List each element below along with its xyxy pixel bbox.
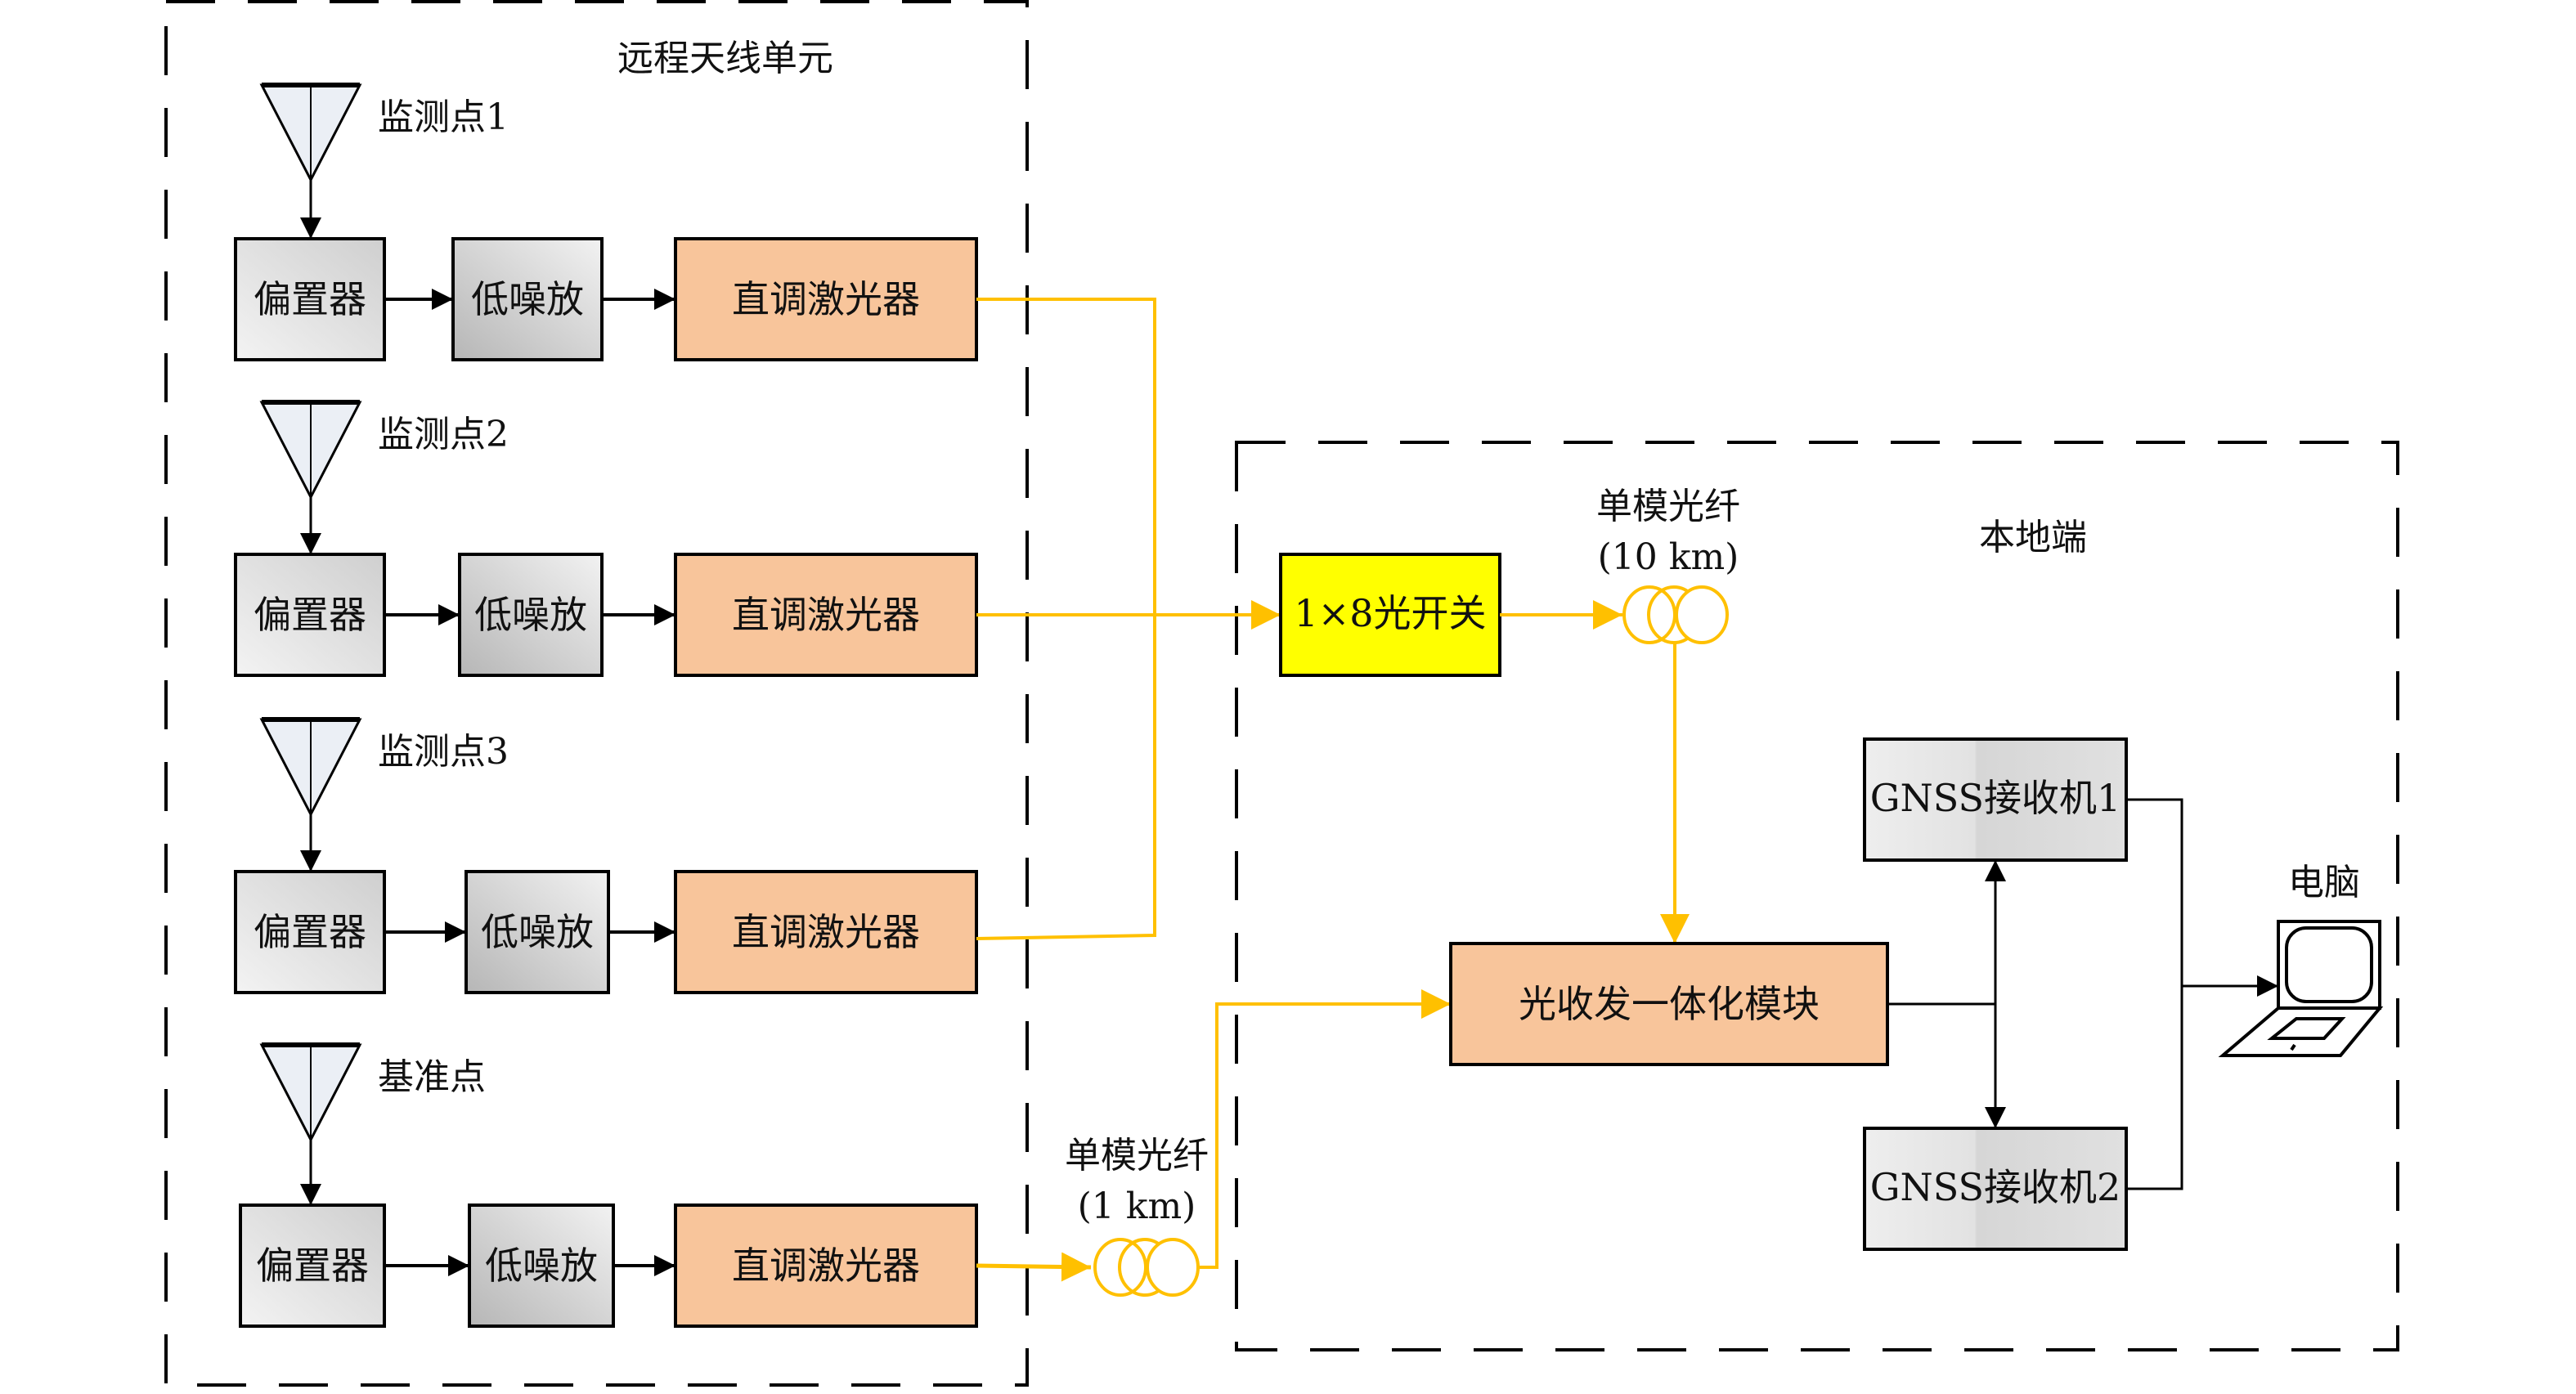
lna-label: 低噪放 — [474, 593, 587, 637]
antenna-icon — [259, 83, 362, 183]
lna-box — [468, 1204, 615, 1328]
lna-box — [451, 237, 604, 361]
optical-line-fiber1km-to-module — [1198, 989, 1451, 1269]
bias-tee-label: 偏置器 — [254, 910, 366, 954]
transceiver-module: 光收发一体化模块 — [1449, 942, 1889, 1066]
gnss-receiver-2: GNSS接收机2 — [1863, 1127, 2128, 1251]
laptop-icon — [2218, 920, 2384, 1057]
antenna-icon — [259, 400, 362, 500]
bias-tee-label: 偏置器 — [254, 277, 366, 321]
remote-row-3: 监测点3 偏置器 低噪放 直调激光器 — [234, 717, 978, 994]
fiber-1km-label-line1: 单模光纤 — [1065, 1135, 1209, 1177]
antenna-icon — [259, 1042, 362, 1143]
gnss-receiver-1: GNSS接收机1 — [1863, 737, 2128, 862]
fiber-10km-label-line1: 单模光纤 — [1596, 486, 1740, 527]
local-end-border — [1235, 441, 2399, 1351]
antenna-label: 监测点1 — [378, 96, 509, 138]
lna-label: 低噪放 — [471, 277, 584, 321]
fiber-1km-label-line2: (1 km) — [1078, 1186, 1196, 1227]
bias-tee-box — [239, 1204, 386, 1328]
optical-line-laser3 — [976, 615, 1156, 940]
gnss-receiver-2-label: GNSS接收机2 — [1870, 1165, 2120, 1209]
lna-box — [464, 870, 610, 994]
computer-label: 电脑 — [2288, 862, 2360, 903]
antenna-label: 监测点3 — [378, 731, 509, 773]
fiber-spool-1km-icon — [1093, 1238, 1200, 1297]
antenna-label: 监测点2 — [378, 414, 509, 455]
transceiver-module-label: 光收发一体化模块 — [1519, 982, 1820, 1026]
optical-line-ref-laser — [976, 1252, 1092, 1282]
lna-label: 低噪放 — [485, 1244, 598, 1288]
line-rx1-to-pc — [2126, 798, 2183, 1190]
lna-label: 低噪放 — [481, 910, 594, 954]
laser-label: 直调激光器 — [732, 277, 920, 321]
fiber-spool-10km-icon — [1622, 585, 1729, 644]
laser-label: 直调激光器 — [732, 593, 920, 637]
remote-unit-border — [164, 0, 1029, 1387]
bias-tee-label: 偏置器 — [256, 1244, 369, 1288]
bias-tee-label: 偏置器 — [254, 593, 366, 637]
direct-modulated-laser-box — [674, 553, 978, 677]
remote-row-1: 监测点1 偏置器 低噪放 直调激光器 — [234, 83, 978, 361]
gnss-receiver-1-label: GNSS接收机1 — [1870, 776, 2120, 820]
antenna-icon — [259, 717, 362, 818]
direct-modulated-laser-box — [674, 1204, 978, 1328]
bias-tee-box — [234, 237, 386, 361]
optical-switch: 1×8光开关 — [1279, 553, 1501, 677]
direct-modulated-laser-box — [674, 870, 978, 994]
local-end-title: 本地端 — [1979, 517, 2087, 558]
remote-unit-title: 远程天线单元 — [617, 38, 833, 79]
optical-line-laser1 — [976, 298, 1156, 615]
antenna-label: 基准点 — [378, 1056, 486, 1098]
optical-switch-label: 1×8光开关 — [1294, 591, 1486, 635]
laser-label: 直调激光器 — [732, 1244, 920, 1288]
fiber-10km-label-line2: (10 km) — [1598, 536, 1739, 578]
remote-row-2: 监测点2 偏置器 低噪放 直调激光器 — [234, 400, 978, 677]
laser-label: 直调激光器 — [732, 910, 920, 954]
bias-tee-box — [234, 553, 386, 677]
